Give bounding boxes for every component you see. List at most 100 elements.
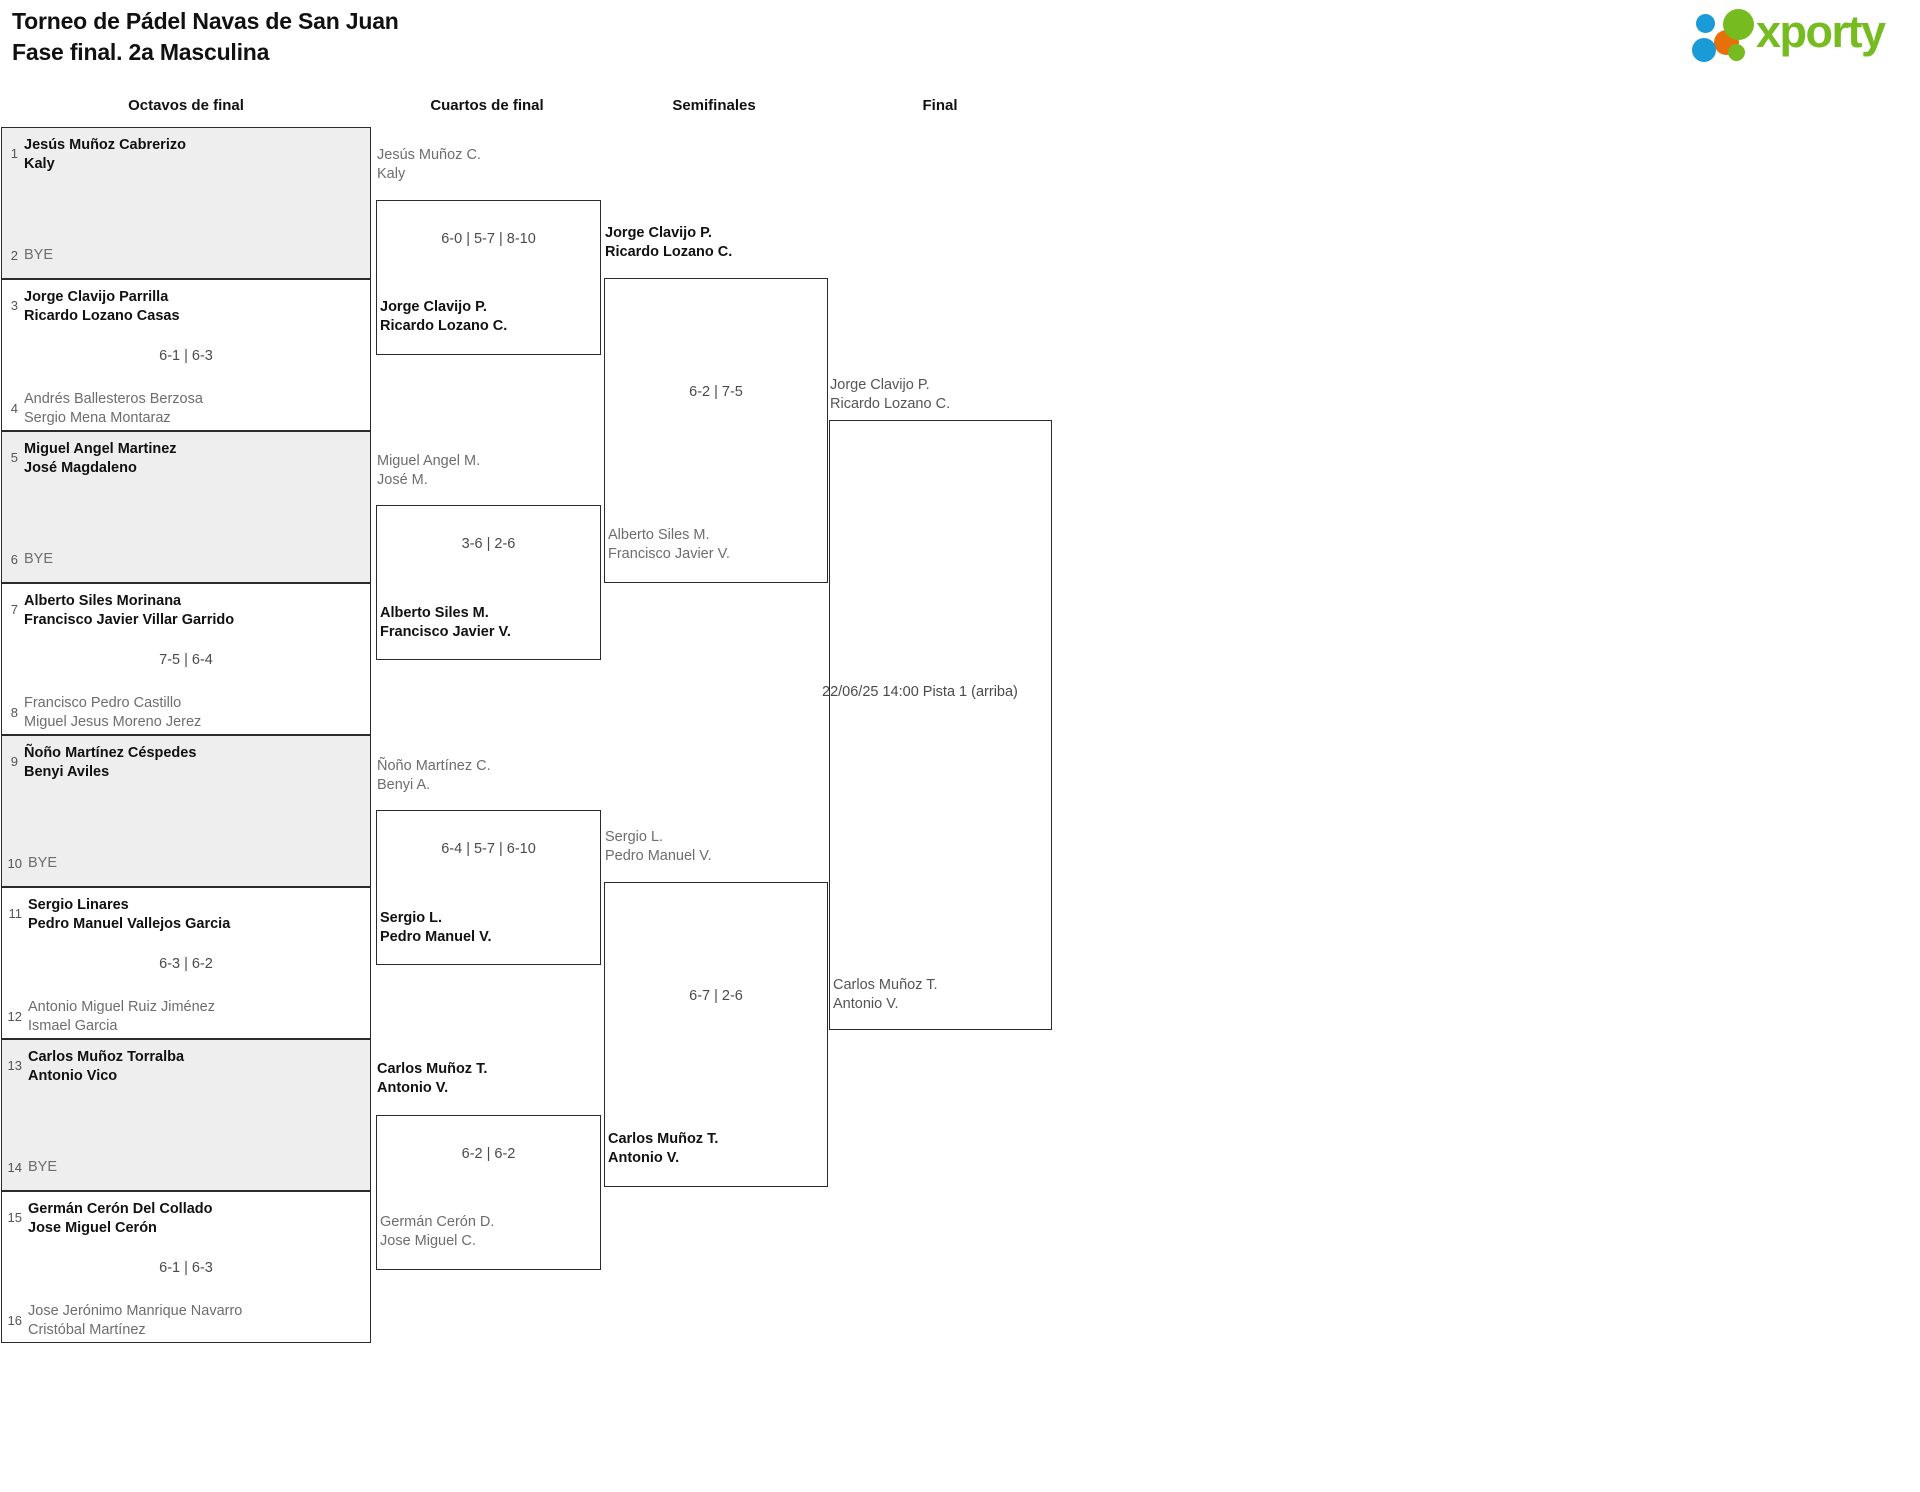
r16-m2-top-p2: Ricardo Lozano Casas <box>24 308 180 324</box>
qf-match-3[interactable] <box>376 810 601 965</box>
sf2-upper-p1: Sergio L. <box>605 829 664 845</box>
r16-m7-top-p1: Carlos Muñoz Torralba <box>28 1049 185 1065</box>
r16-m4-bottom-p2: Miguel Jesus Moreno Jerez <box>24 714 202 730</box>
r16-m5-bottom-p1: BYE <box>28 855 58 871</box>
r16-match-4[interactable] <box>1 583 371 735</box>
seed-number-11: 11 <box>8 906 23 921</box>
final-schedule: 22/06/25 14:00 Pista 1 (arriba) <box>822 684 1018 700</box>
qf1-lower-p2: Ricardo Lozano C. <box>380 318 508 334</box>
r16-m3-top-p1: Miguel Angel Martinez <box>24 441 177 457</box>
qf-match-2[interactable] <box>376 505 601 660</box>
final-lower-p1: Carlos Muñoz T. <box>833 977 938 993</box>
qf4-upper-p1: Carlos Muñoz T. <box>377 1061 488 1077</box>
sf-match-1[interactable] <box>604 278 828 583</box>
seed-number-7: 7 <box>10 602 18 617</box>
seed-number-14: 14 <box>7 1160 22 1175</box>
sf2-upper-p2: Pedro Manuel V. <box>605 848 712 864</box>
r16-m3-bottom-p1: BYE <box>24 551 54 567</box>
seed-number-1: 1 <box>10 146 18 161</box>
r16-match-1[interactable] <box>1 127 371 279</box>
r16-m8-bottom-p1: Jose Jerónimo Manrique Navarro <box>28 1303 243 1319</box>
round-header-octavos: Octavos de final <box>128 97 244 114</box>
r16-m8-top-p1: Germán Cerón Del Collado <box>28 1201 213 1217</box>
r16-m5-top-p1: Ñoño Martínez Céspedes <box>24 745 197 761</box>
final-lower-p2: Antonio V. <box>833 996 899 1012</box>
seed-number-6: 6 <box>10 552 18 567</box>
qf-match-4[interactable] <box>376 1115 601 1270</box>
seed-number-10: 10 <box>7 856 22 871</box>
final-upper-p1: Jorge Clavijo P. <box>830 377 930 393</box>
r16-m8-top-p2: Jose Miguel Cerón <box>28 1220 157 1236</box>
final-match[interactable] <box>829 420 1052 1030</box>
r16-m1-top-p1: Jesús Muñoz Cabrerizo <box>24 137 186 153</box>
page-title: Torneo de Pádel Navas de San Juan Fase f… <box>12 6 399 68</box>
qf4-score: 6-2 | 6-2 <box>461 1146 516 1162</box>
qf2-upper-p1: Miguel Angel M. <box>377 453 481 469</box>
round-header-final: Final <box>922 97 958 114</box>
tournament-phase: Fase final. 2a Masculina <box>12 39 270 65</box>
r16-match-8[interactable] <box>1 1191 371 1343</box>
sf1-score: 6-2 | 7-5 <box>689 384 743 400</box>
qf1-upper-p2: Kaly <box>377 166 406 182</box>
r16-m5-top-p2: Benyi Aviles <box>24 764 110 780</box>
xporty-logo[interactable]: xporty <box>1690 6 1905 62</box>
qf4-lower-p2: Jose Miguel C. <box>380 1233 476 1249</box>
r16-m7-bottom-p1: BYE <box>28 1159 58 1175</box>
sf1-upper-p1: Jorge Clavijo P. <box>605 225 712 241</box>
r16-m7-top-p2: Antonio Vico <box>28 1068 118 1084</box>
r16-m1-top-p2: Kaly <box>24 156 55 172</box>
r16-m6-score: 6-3 | 6-2 <box>159 956 213 972</box>
r16-m6-bottom-p1: Antonio Miguel Ruiz Jiménez <box>28 999 215 1015</box>
qf4-upper-p2: Antonio V. <box>377 1080 449 1096</box>
r16-match-7[interactable] <box>1 1039 371 1191</box>
sf-match-2[interactable] <box>604 882 828 1187</box>
tournament-name: Torneo de Pádel Navas de San Juan <box>12 8 399 34</box>
qf1-lower-p1: Jorge Clavijo P. <box>380 299 487 315</box>
sf1-upper-p2: Ricardo Lozano C. <box>605 244 733 260</box>
qf2-upper-p2: José M. <box>377 472 428 488</box>
r16-m6-top-p1: Sergio Linares <box>28 897 129 913</box>
round-header-semifinales: Semifinales <box>672 97 756 114</box>
qf3-upper-p1: Ñoño Martínez C. <box>377 758 491 774</box>
r16-m2-top-p1: Jorge Clavijo Parrilla <box>24 289 169 305</box>
r16-match-5[interactable] <box>1 735 371 887</box>
qf3-lower-p1: Sergio L. <box>380 910 443 926</box>
logo-dots-icon <box>1690 8 1766 62</box>
r16-m4-bottom-p1: Francisco Pedro Castillo <box>24 695 182 711</box>
r16-m6-bottom-p2: Ismael Garcia <box>28 1018 118 1034</box>
qf3-score: 6-4 | 5-7 | 6-10 <box>441 841 536 857</box>
qf4-lower-p1: Germán Cerón D. <box>380 1214 495 1230</box>
qf-match-1[interactable] <box>376 200 601 355</box>
r16-match-2[interactable] <box>1 279 371 431</box>
logo-dot-blue-small-icon <box>1696 14 1715 33</box>
sf2-lower-p1: Carlos Muñoz T. <box>608 1131 719 1147</box>
seed-number-15: 15 <box>7 1210 22 1225</box>
r16-m8-bottom-p2: Cristóbal Martínez <box>28 1322 146 1338</box>
qf1-upper-p1: Jesús Muñoz C. <box>377 147 481 163</box>
r16-m1-bottom-p1: BYE <box>24 247 54 263</box>
qf2-lower-p2: Francisco Javier V. <box>380 624 511 640</box>
r16-match-3[interactable] <box>1 431 371 583</box>
r16-m4-top-p2: Francisco Javier Villar Garrido <box>24 612 235 628</box>
seed-number-16: 16 <box>7 1313 22 1328</box>
logo-dot-green-small-icon <box>1728 44 1745 61</box>
seed-number-4: 4 <box>10 401 18 416</box>
logo-wordmark: xporty <box>1756 6 1886 57</box>
logo-dot-green-large-icon <box>1723 9 1754 40</box>
r16-m8-score: 6-1 | 6-3 <box>159 1260 213 1276</box>
seed-number-5: 5 <box>10 450 18 465</box>
final-upper-p2: Ricardo Lozano C. <box>830 396 951 412</box>
logo-dot-blue-large-icon <box>1692 38 1716 62</box>
round-header-cuartos: Cuartos de final <box>430 97 544 114</box>
r16-m2-bottom-p1: Andrés Ballesteros Berzosa <box>24 391 203 407</box>
seed-number-8: 8 <box>10 705 18 720</box>
qf2-lower-p1: Alberto Siles M. <box>380 605 489 621</box>
r16-m4-score: 7-5 | 6-4 <box>159 652 213 668</box>
r16-match-6[interactable] <box>1 887 371 1039</box>
seed-number-12: 12 <box>7 1009 22 1024</box>
r16-m3-top-p2: José Magdaleno <box>24 460 137 476</box>
qf2-score: 3-6 | 2-6 <box>461 536 516 552</box>
seed-number-3: 3 <box>10 298 18 313</box>
qf3-upper-p2: Benyi A. <box>377 777 431 793</box>
